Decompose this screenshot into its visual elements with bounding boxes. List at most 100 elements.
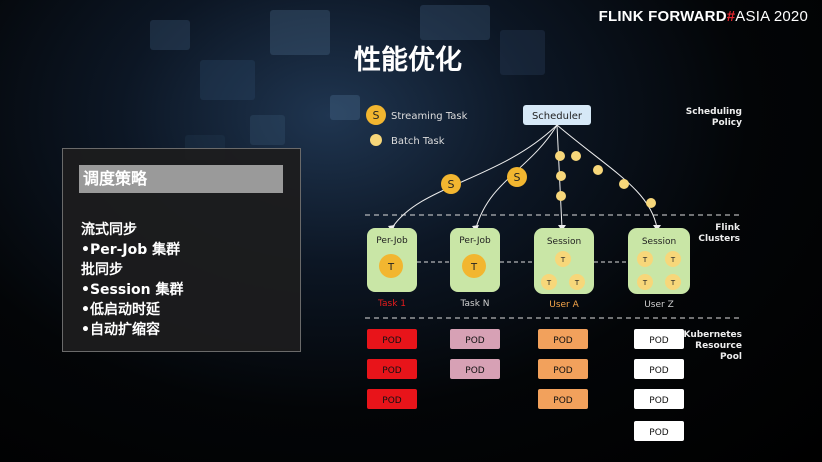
pod-box [634,421,684,441]
cluster-task-n: Per-Job T Task N [450,228,500,309]
pod-label: POD [465,366,485,376]
streaming-symbol: S [448,178,455,191]
task-node [555,251,571,267]
batch-task-dot [556,171,566,181]
background-tile [200,60,255,100]
task-node [541,274,557,290]
batch-task-dot [619,179,629,189]
pod-label: POD [649,428,669,438]
batch-task-dot [646,198,656,208]
scheduler-link [391,124,558,229]
k8s-pool-label: Kubernetes [684,330,742,340]
task-symbol: T [387,262,395,273]
task-symbol: T [560,256,566,264]
batch-task-dot [555,151,565,161]
background-tile [330,95,360,120]
task-node [462,254,486,278]
background-tile [270,10,330,55]
task-symbol: T [470,262,478,273]
task-symbol: T [642,279,648,287]
cluster-caption: Task 1 [377,299,406,309]
pod-label: POD [382,366,402,376]
cluster-caption: User A [549,300,579,310]
batch-task-dot [556,191,566,201]
task-symbol: T [546,279,552,287]
streaming-task-token [441,174,461,194]
scheduling-policy-label: Policy [712,118,742,128]
task-node [637,251,653,267]
flink-clusters-label: Clusters [698,234,740,244]
pod-label: POD [553,396,573,406]
cluster-name: Per-Job [376,236,408,246]
pod-box [634,359,684,379]
task-symbol: T [670,256,676,264]
cluster-caption: Task N [459,299,489,309]
page-title: 性能优化 [354,45,462,76]
cluster-task-1: Per-Job T Task 1 [367,228,417,309]
strategy-line: •Per-Job 集群 [81,242,181,258]
batch-task-legend-icon [370,134,382,146]
k8s-pool-label: Resource [695,341,742,351]
brand-logo-hash: # [726,8,736,25]
flink-clusters-label: Flink [715,223,741,233]
brand-logo-text: FLINK FORWARD [598,8,727,25]
cluster-user-z: Session T T T T User Z [628,228,690,310]
background-tile [150,20,190,50]
strategy-line: •Session 集群 [81,282,184,298]
pod-label: POD [382,336,402,346]
task-symbol: T [670,279,676,287]
strategy-line: 批同步 [81,262,123,278]
pod-label: POD [553,336,573,346]
streaming-task-legend-icon [366,105,386,125]
scheduler-label: Scheduler [532,111,583,122]
pod-box [450,329,500,349]
cluster-name: Session [642,237,676,247]
cluster-user-a: Session T T T User A [534,228,594,310]
cluster-caption: User Z [644,300,674,310]
strategy-heading: 调度策略 [79,165,283,193]
streaming-symbol: S [514,171,521,184]
background-tile [420,5,490,40]
background-tile [250,115,285,145]
pod-box [538,389,588,409]
pod-label: POD [649,366,669,376]
pod-label: POD [553,366,573,376]
task-node [665,274,681,290]
pod-label: POD [465,336,485,346]
scheduler-box [523,105,591,125]
pod-box [367,329,417,349]
batch-task-dot [593,165,603,175]
task-symbol: T [642,256,648,264]
brand-logo: FLINK FORWARD#ASIA 2020 [599,8,808,25]
task-node [569,274,585,290]
streaming-task-token [507,167,527,187]
batch-task-label: Batch Task [391,136,445,147]
task-node [637,274,653,290]
pod-label: POD [649,336,669,346]
streaming-symbol: S [373,109,380,122]
cluster-name: Session [547,237,581,247]
strategy-line: 流式同步 [81,222,137,238]
strategy-panel: 调度策略 流式同步 •Per-Job 集群 批同步 •Session 集群 •低… [62,148,301,352]
pod-box [634,389,684,409]
k8s-pool-label: Pool [720,352,742,362]
task-node [379,254,403,278]
scheduling-policy-label: Scheduling [686,107,742,117]
legend: S Streaming Task Batch Task [366,105,468,147]
pod-label: POD [649,396,669,406]
streaming-task-label: Streaming Task [391,111,468,122]
pod-box [538,329,588,349]
batch-task-dot [571,151,581,161]
pod-box [367,359,417,379]
task-symbol: T [574,279,580,287]
brand-logo-year: ASIA 2020 [735,8,808,25]
strategy-line: •低启动时延 [81,302,160,318]
pod-box [634,329,684,349]
pod-box [538,359,588,379]
scheduler-link [556,124,658,229]
background-tile [500,30,545,75]
pod-label: POD [382,396,402,406]
pod-box [450,359,500,379]
